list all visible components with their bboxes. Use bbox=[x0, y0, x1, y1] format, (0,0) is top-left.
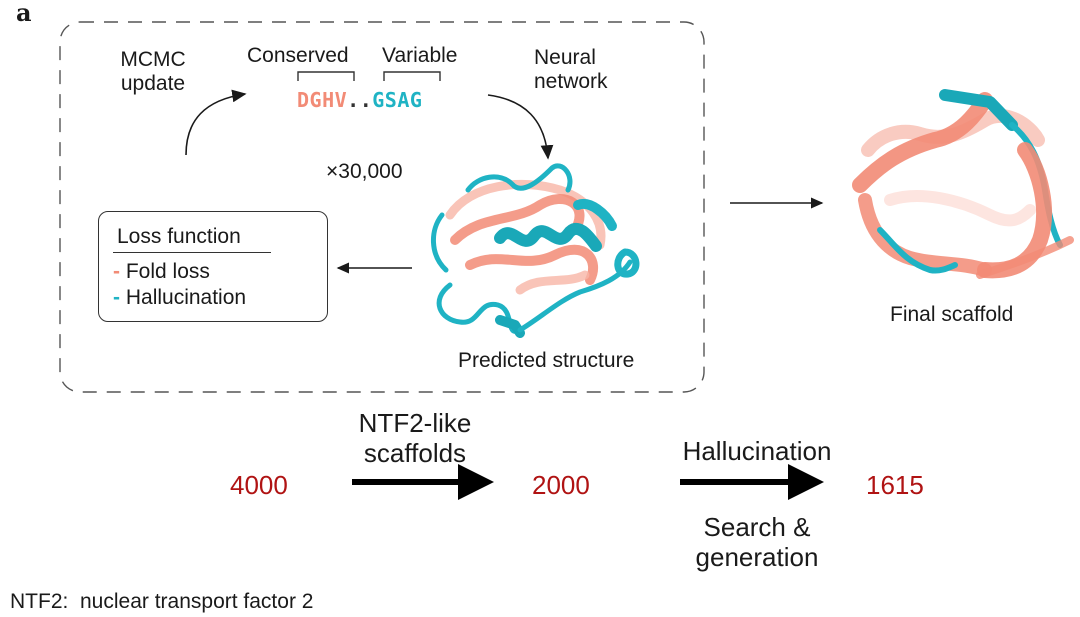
legend-title: Loss function bbox=[117, 225, 241, 248]
fold-loss-swatch: - bbox=[113, 260, 120, 283]
count-1615: 1615 bbox=[866, 470, 924, 500]
loss-function-legend: Loss function - Fold loss - Hallucinatio… bbox=[98, 211, 328, 322]
variable-bracket bbox=[383, 71, 441, 81]
legend-item-fold-loss: - Fold loss bbox=[113, 259, 210, 285]
step1-label: NTF2-like scaffolds bbox=[358, 408, 472, 468]
fold-loss-label: Fold loss bbox=[125, 260, 210, 283]
count-4000: 4000 bbox=[230, 470, 288, 500]
panel-label: a bbox=[16, 0, 32, 27]
hallucination-swatch: - bbox=[113, 286, 120, 309]
predicted-structure-image bbox=[430, 163, 640, 338]
count-2000: 2000 bbox=[532, 470, 590, 500]
legend-item-hallucination: - Hallucination bbox=[113, 285, 246, 311]
legend-underline bbox=[113, 252, 271, 253]
step2-sub-label: Search & generation bbox=[695, 512, 819, 572]
sequence-dots: .. bbox=[347, 88, 373, 112]
mcmc-update-label: MCMC update bbox=[120, 48, 186, 95]
predicted-structure-label: Predicted structure bbox=[458, 349, 635, 372]
mcmc-loop-box bbox=[59, 21, 705, 393]
sequence-variable: GSAG bbox=[372, 88, 423, 112]
sequence-conserved: DGHV bbox=[297, 88, 348, 112]
conserved-label: Conserved bbox=[247, 44, 349, 67]
hallucination-label: Hallucination bbox=[125, 286, 247, 309]
final-scaffold-image bbox=[852, 89, 1074, 279]
sequence: DGHV..GSAG bbox=[297, 88, 422, 112]
neural-network-label: Neural network bbox=[534, 46, 608, 93]
step2-label: Hallucination bbox=[682, 436, 832, 466]
footnote: NTF2: nuclear transport factor 2 bbox=[10, 590, 314, 613]
iterations-label: ×30,000 bbox=[326, 160, 403, 183]
final-scaffold-label: Final scaffold bbox=[890, 303, 1014, 326]
variable-label: Variable bbox=[382, 44, 458, 67]
conserved-bracket bbox=[297, 71, 355, 81]
mcmc-curved-arrow bbox=[185, 89, 247, 156]
network-curved-arrow bbox=[487, 94, 554, 160]
